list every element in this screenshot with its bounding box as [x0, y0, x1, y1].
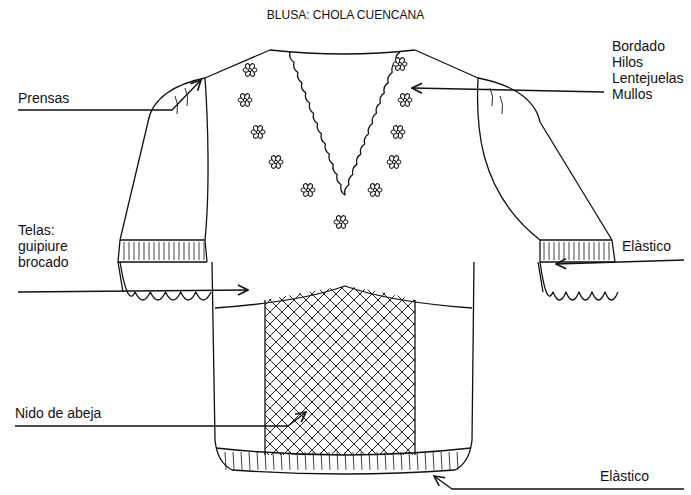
part-label: Elàstico: [622, 238, 671, 254]
right-sleeve-inner: [477, 78, 540, 240]
diagram-title: BLUSA: CHOLA CUENCANA: [0, 8, 691, 22]
right-shoulder: [415, 50, 478, 78]
part-label: Bordado Hilos Lentejuelas Mullos: [612, 38, 684, 102]
part-label: Prensas: [18, 90, 69, 106]
right-cuff: [540, 240, 615, 262]
left-shoulder: [205, 50, 270, 78]
body-left: [212, 262, 232, 470]
right-sleeve: [478, 78, 612, 240]
leader-line: [412, 88, 604, 92]
embroidery-flowers: [238, 57, 412, 229]
body-right: [455, 262, 474, 470]
left-sleeve: [120, 78, 205, 240]
left-sleeve-inner: [205, 78, 208, 240]
part-label: Telas: guipiure brocado: [18, 222, 69, 270]
part-label: Elàstico: [600, 468, 649, 484]
v-neck: [290, 52, 400, 195]
leader-line: [18, 80, 201, 110]
leader-lines: [15, 80, 684, 489]
left-cuff: [118, 240, 207, 262]
gathers: [118, 88, 618, 470]
smocking-panel-edge: [265, 300, 415, 455]
honeycomb-smocking: [260, 280, 420, 460]
hem: [232, 470, 455, 474]
leader-line: [18, 290, 248, 292]
leader-line: [556, 260, 684, 264]
neck-edge: [270, 50, 415, 54]
part-label: Nido de abeja: [15, 405, 101, 421]
